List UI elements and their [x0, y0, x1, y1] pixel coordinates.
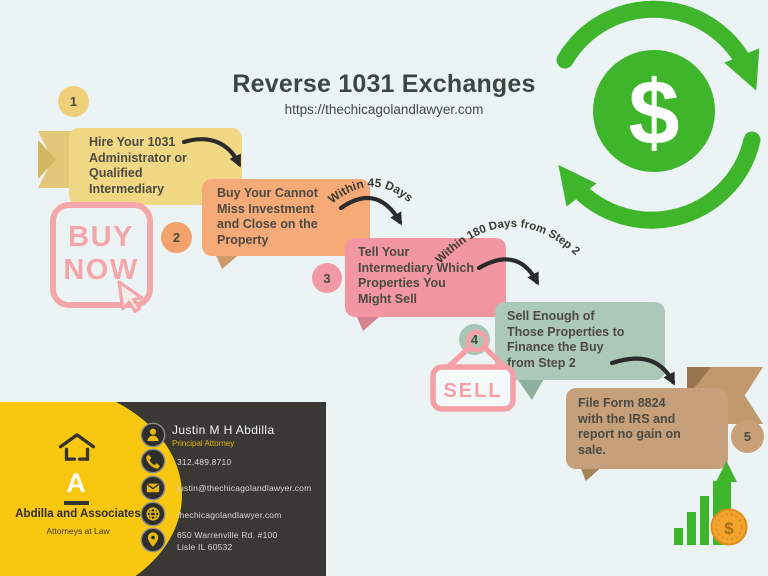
step4-number-badge: 4 [459, 324, 490, 355]
step2-box: Buy Your Cannot Miss Investment and Clos… [202, 179, 370, 256]
email-address: justin@thechicagolandlawyer.com [177, 483, 312, 493]
step3-box: Tell Your Intermediary Which Properties … [345, 238, 506, 317]
cursor-icon [117, 280, 144, 314]
step1-box: Hire Your 1031 Administrator or Qualifie… [69, 128, 242, 205]
step1-number-badge: 1 [58, 86, 89, 117]
company-tagline: Attorneys at Law [46, 526, 110, 536]
person-icon [140, 422, 166, 448]
step2-number-badge: 2 [161, 222, 192, 253]
website-address: thechicagolandlawyer.com [177, 510, 282, 520]
company-name: Abdilla and Associates [15, 508, 141, 520]
monogram-underline [64, 501, 89, 505]
globe-icon [140, 501, 166, 527]
house-icon [58, 433, 96, 461]
step5-box: File Form 8824 with the IRS and report n… [566, 388, 728, 469]
sell-text: SELL [443, 380, 502, 402]
location-pin-icon [140, 527, 166, 553]
dollar-sign: $ [628, 62, 679, 164]
attorney-name: Justin M H Abdilla [172, 423, 275, 437]
growth-chart-icon: $ [674, 461, 748, 546]
address-line2: Lisle IL 60532 [177, 542, 233, 552]
phone-icon [140, 448, 166, 474]
attorney-role: Principal Attorney [172, 439, 235, 448]
buy-now-text-line1: BUY [68, 221, 134, 253]
coin-icon: $ [710, 508, 748, 546]
address-line1: 650 Warrenville Rd. #100 [177, 530, 278, 540]
step4-box: Sell Enough of Those Properties to Finan… [495, 302, 665, 380]
monogram-letter: A [66, 468, 86, 498]
phone-number: 312.489.8710 [177, 457, 232, 467]
dollar-circle [593, 50, 715, 172]
buy-now-icon: BUY NOW [50, 202, 153, 314]
business-card: A Abdilla and Associates Attorneys at La… [0, 402, 326, 576]
arrow-shaft [722, 480, 731, 545]
page-title: Reverse 1031 Exchanges [232, 70, 536, 98]
website-url: https://thechicagolandlawyer.com [284, 102, 484, 117]
buy-now-text-line2: NOW [63, 254, 138, 286]
coin-dollar-sign: $ [724, 519, 734, 538]
step5-number-badge: 5 [731, 420, 764, 453]
step3-number-badge: 3 [312, 263, 342, 293]
email-icon [140, 475, 166, 501]
